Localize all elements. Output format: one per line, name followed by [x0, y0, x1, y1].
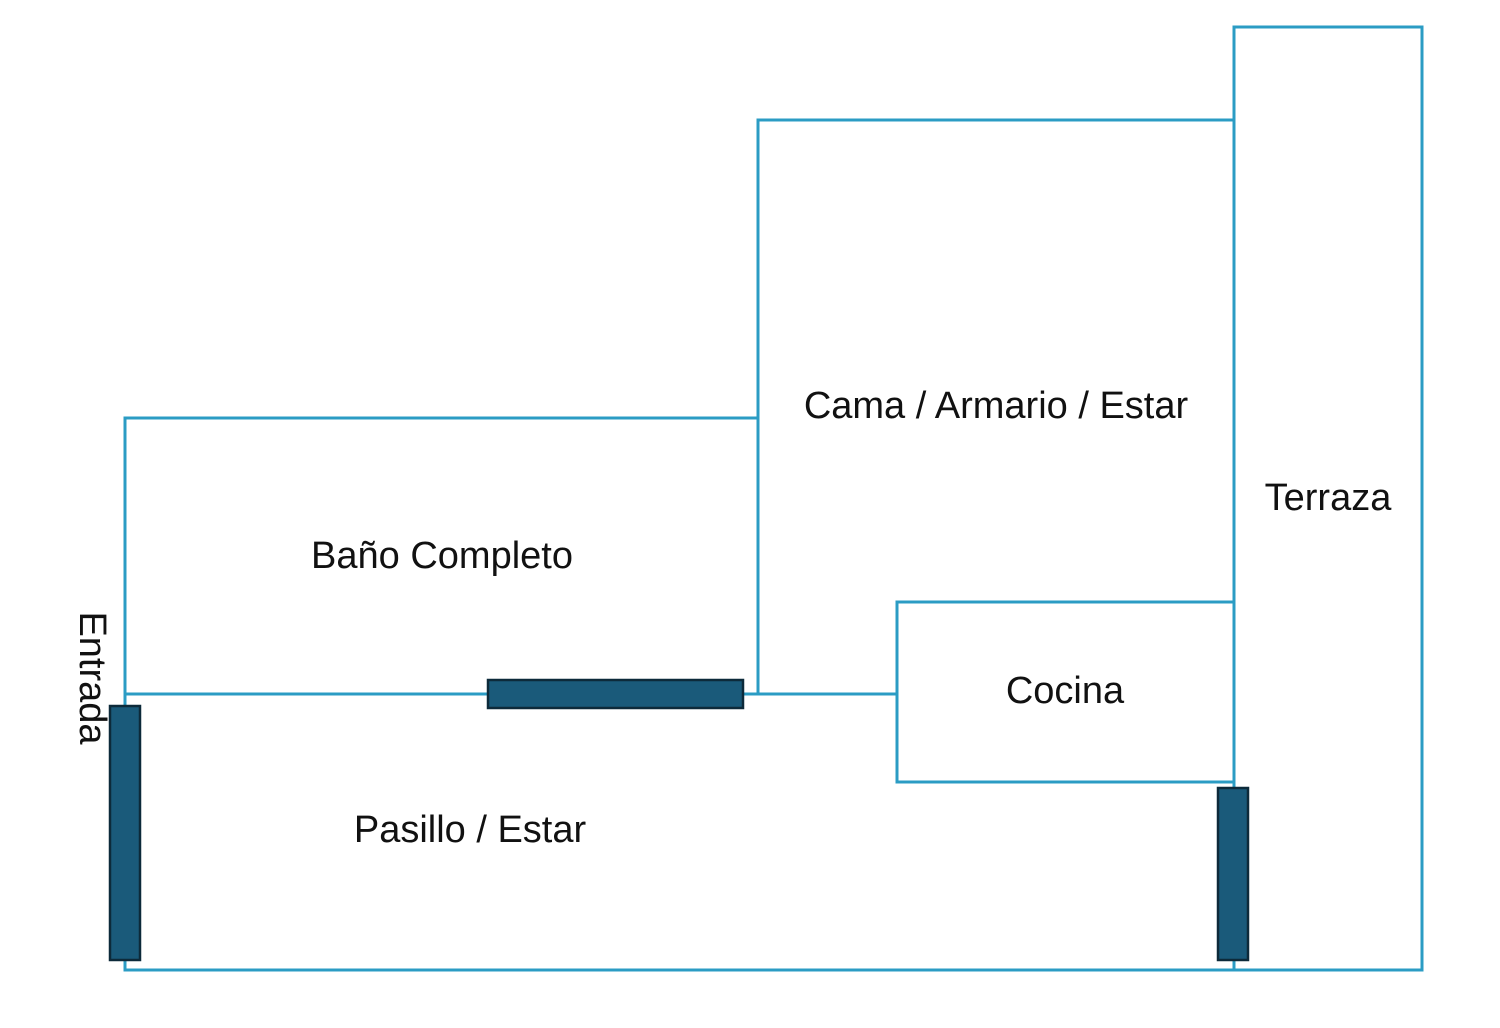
- room-label-bathroom: Baño Completo: [311, 535, 573, 577]
- door-terrace: [1216, 786, 1250, 962]
- room-label-entrance: Entrada: [71, 611, 113, 745]
- room-label-terrace: Terraza: [1265, 477, 1393, 519]
- doors: [108, 678, 1250, 962]
- walls: [123, 25, 1424, 972]
- door-entrance: [108, 704, 142, 962]
- room-label-bedroom: Cama / Armario / Estar: [804, 385, 1189, 427]
- door-bathroom: [486, 678, 745, 710]
- wall-terrace: [1232, 25, 1424, 972]
- room-label-hallway: Pasillo / Estar: [354, 809, 587, 851]
- room-label-kitchen: Cocina: [1006, 670, 1125, 712]
